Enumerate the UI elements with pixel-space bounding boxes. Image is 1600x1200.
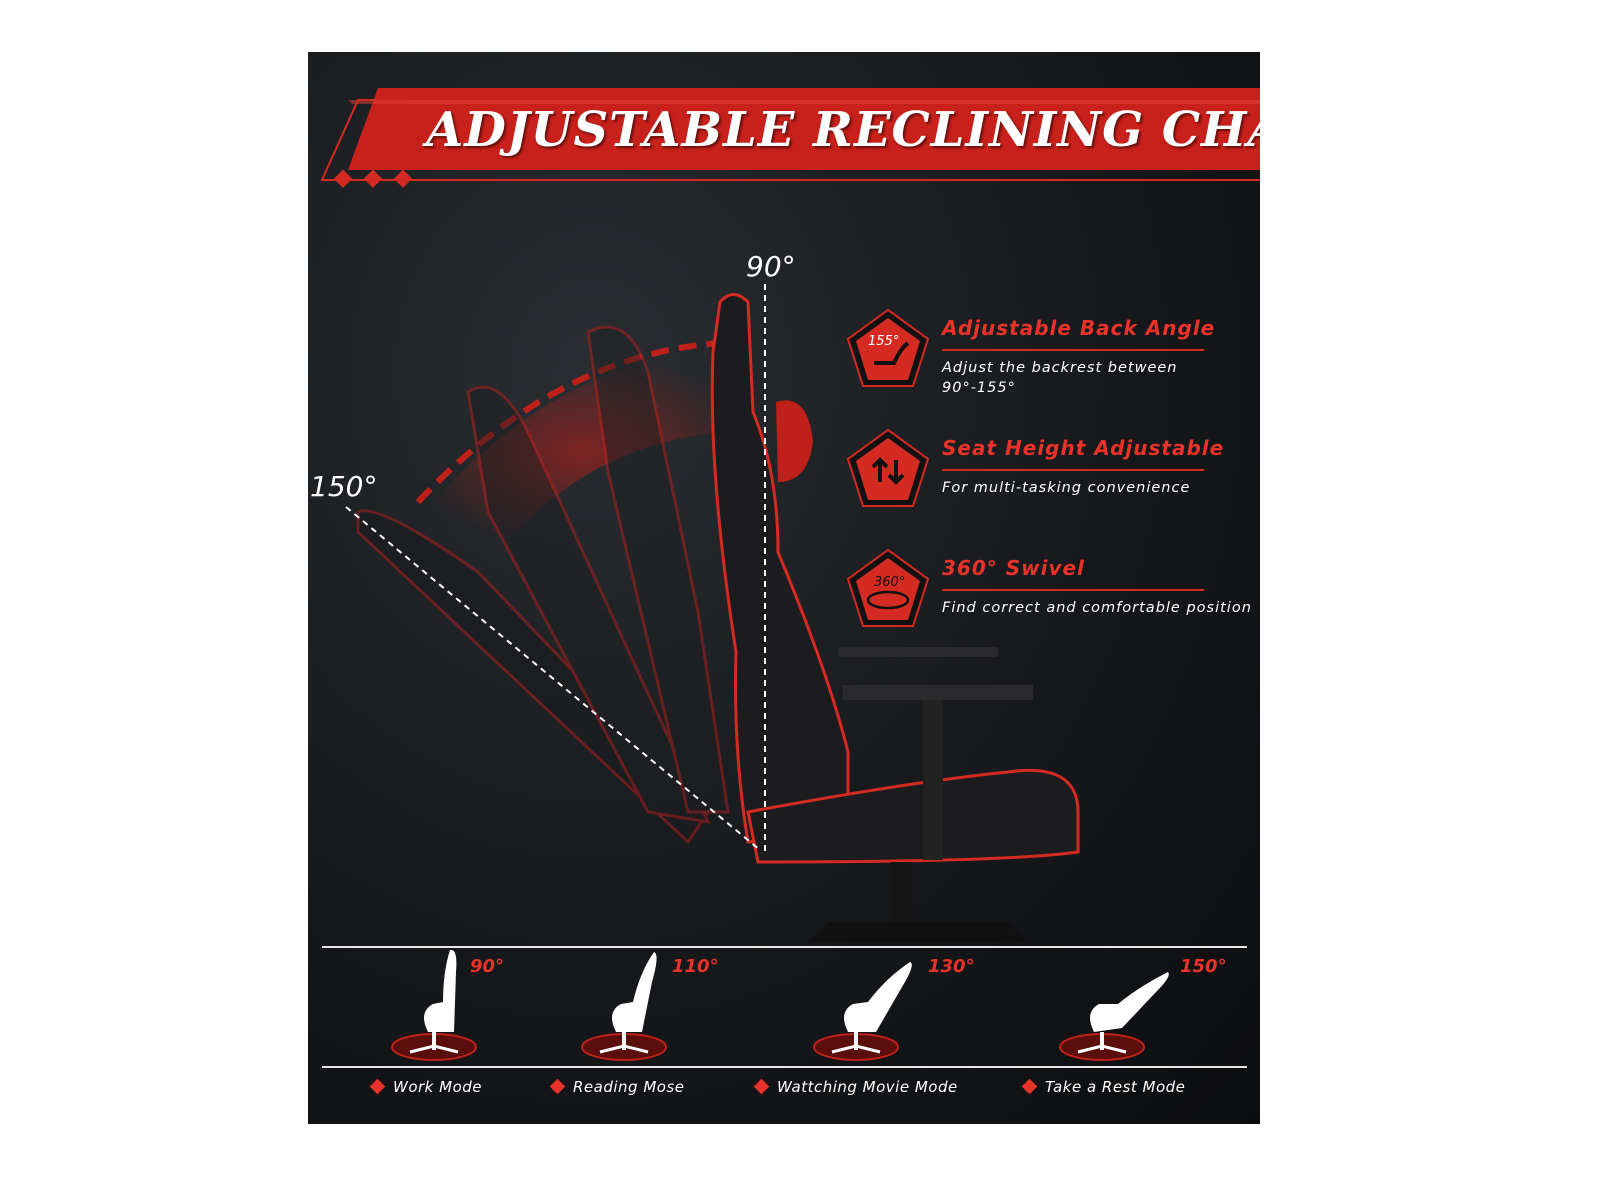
mode-work: 90° <box>388 942 538 1062</box>
feature-description: Find correct and comfortable position <box>942 600 1252 616</box>
svg-text:360°: 360° <box>874 575 905 590</box>
chair-illustration <box>345 284 1080 942</box>
feature-description: Adjust the backrest between 90°-155° <box>942 360 1178 396</box>
mode-label-movie: Wattching Movie Mode <box>753 1078 958 1096</box>
divider <box>322 946 1247 948</box>
page-title: ADJUSTABLE RECLINING CHAIR <box>426 102 1260 158</box>
mode-label-work: Work Mode <box>369 1078 482 1096</box>
angle-label-90: 90° <box>746 250 796 283</box>
divider <box>322 1066 1247 1068</box>
chair-90-icon <box>391 949 477 1061</box>
title-banner <box>320 88 1260 188</box>
svg-text:155°: 155° <box>868 334 899 349</box>
divider <box>942 349 1204 351</box>
mode-label-text: Take a Rest Mode <box>1045 1078 1186 1096</box>
up-down-arrows-icon <box>846 428 930 507</box>
diamond-decoration <box>333 169 413 188</box>
feature-heading: Adjustable Back Angle <box>942 316 1216 340</box>
mode-angle: 130° <box>928 956 975 977</box>
mode-angle: 110° <box>672 956 719 977</box>
mode-label-reading: Reading Mose <box>549 1078 685 1096</box>
chair-110-icon <box>581 952 667 1061</box>
feature-description: For multi-tasking convenience <box>942 480 1191 496</box>
divider <box>942 469 1204 471</box>
mode-movie: 130° <box>810 942 975 1062</box>
mode-label-text: Work Mode <box>393 1078 482 1096</box>
mode-label-rest: Take a Rest Mode <box>1021 1078 1186 1096</box>
backrest-angle-icon: 155° <box>846 308 930 387</box>
feature-heading: Seat Height Adjustable <box>942 436 1225 460</box>
product-banner: ADJUSTABLE RECLINING CHAIR 90° 150° 155°… <box>308 52 1260 1124</box>
diamond-bullet-icon <box>369 1078 386 1095</box>
diamond-bullet-icon <box>1021 1078 1038 1095</box>
swivel-360-icon: 360° <box>846 548 930 627</box>
mode-label-text: Wattching Movie Mode <box>777 1078 958 1096</box>
angle-label-150: 150° <box>310 470 378 503</box>
mode-rest: 150° <box>1056 942 1227 1062</box>
mode-reading: 110° <box>578 942 728 1062</box>
mode-label-text: Reading Mose <box>573 1078 685 1096</box>
diamond-bullet-icon <box>753 1078 770 1095</box>
feature-heading: 360° Swivel <box>942 556 1085 580</box>
diamond-bullet-icon <box>549 1078 566 1095</box>
divider <box>942 589 1204 591</box>
chair-150-icon <box>1059 972 1169 1061</box>
mode-angle: 90° <box>470 956 505 977</box>
chair-130-icon <box>813 962 912 1061</box>
mode-angle: 150° <box>1180 956 1227 977</box>
